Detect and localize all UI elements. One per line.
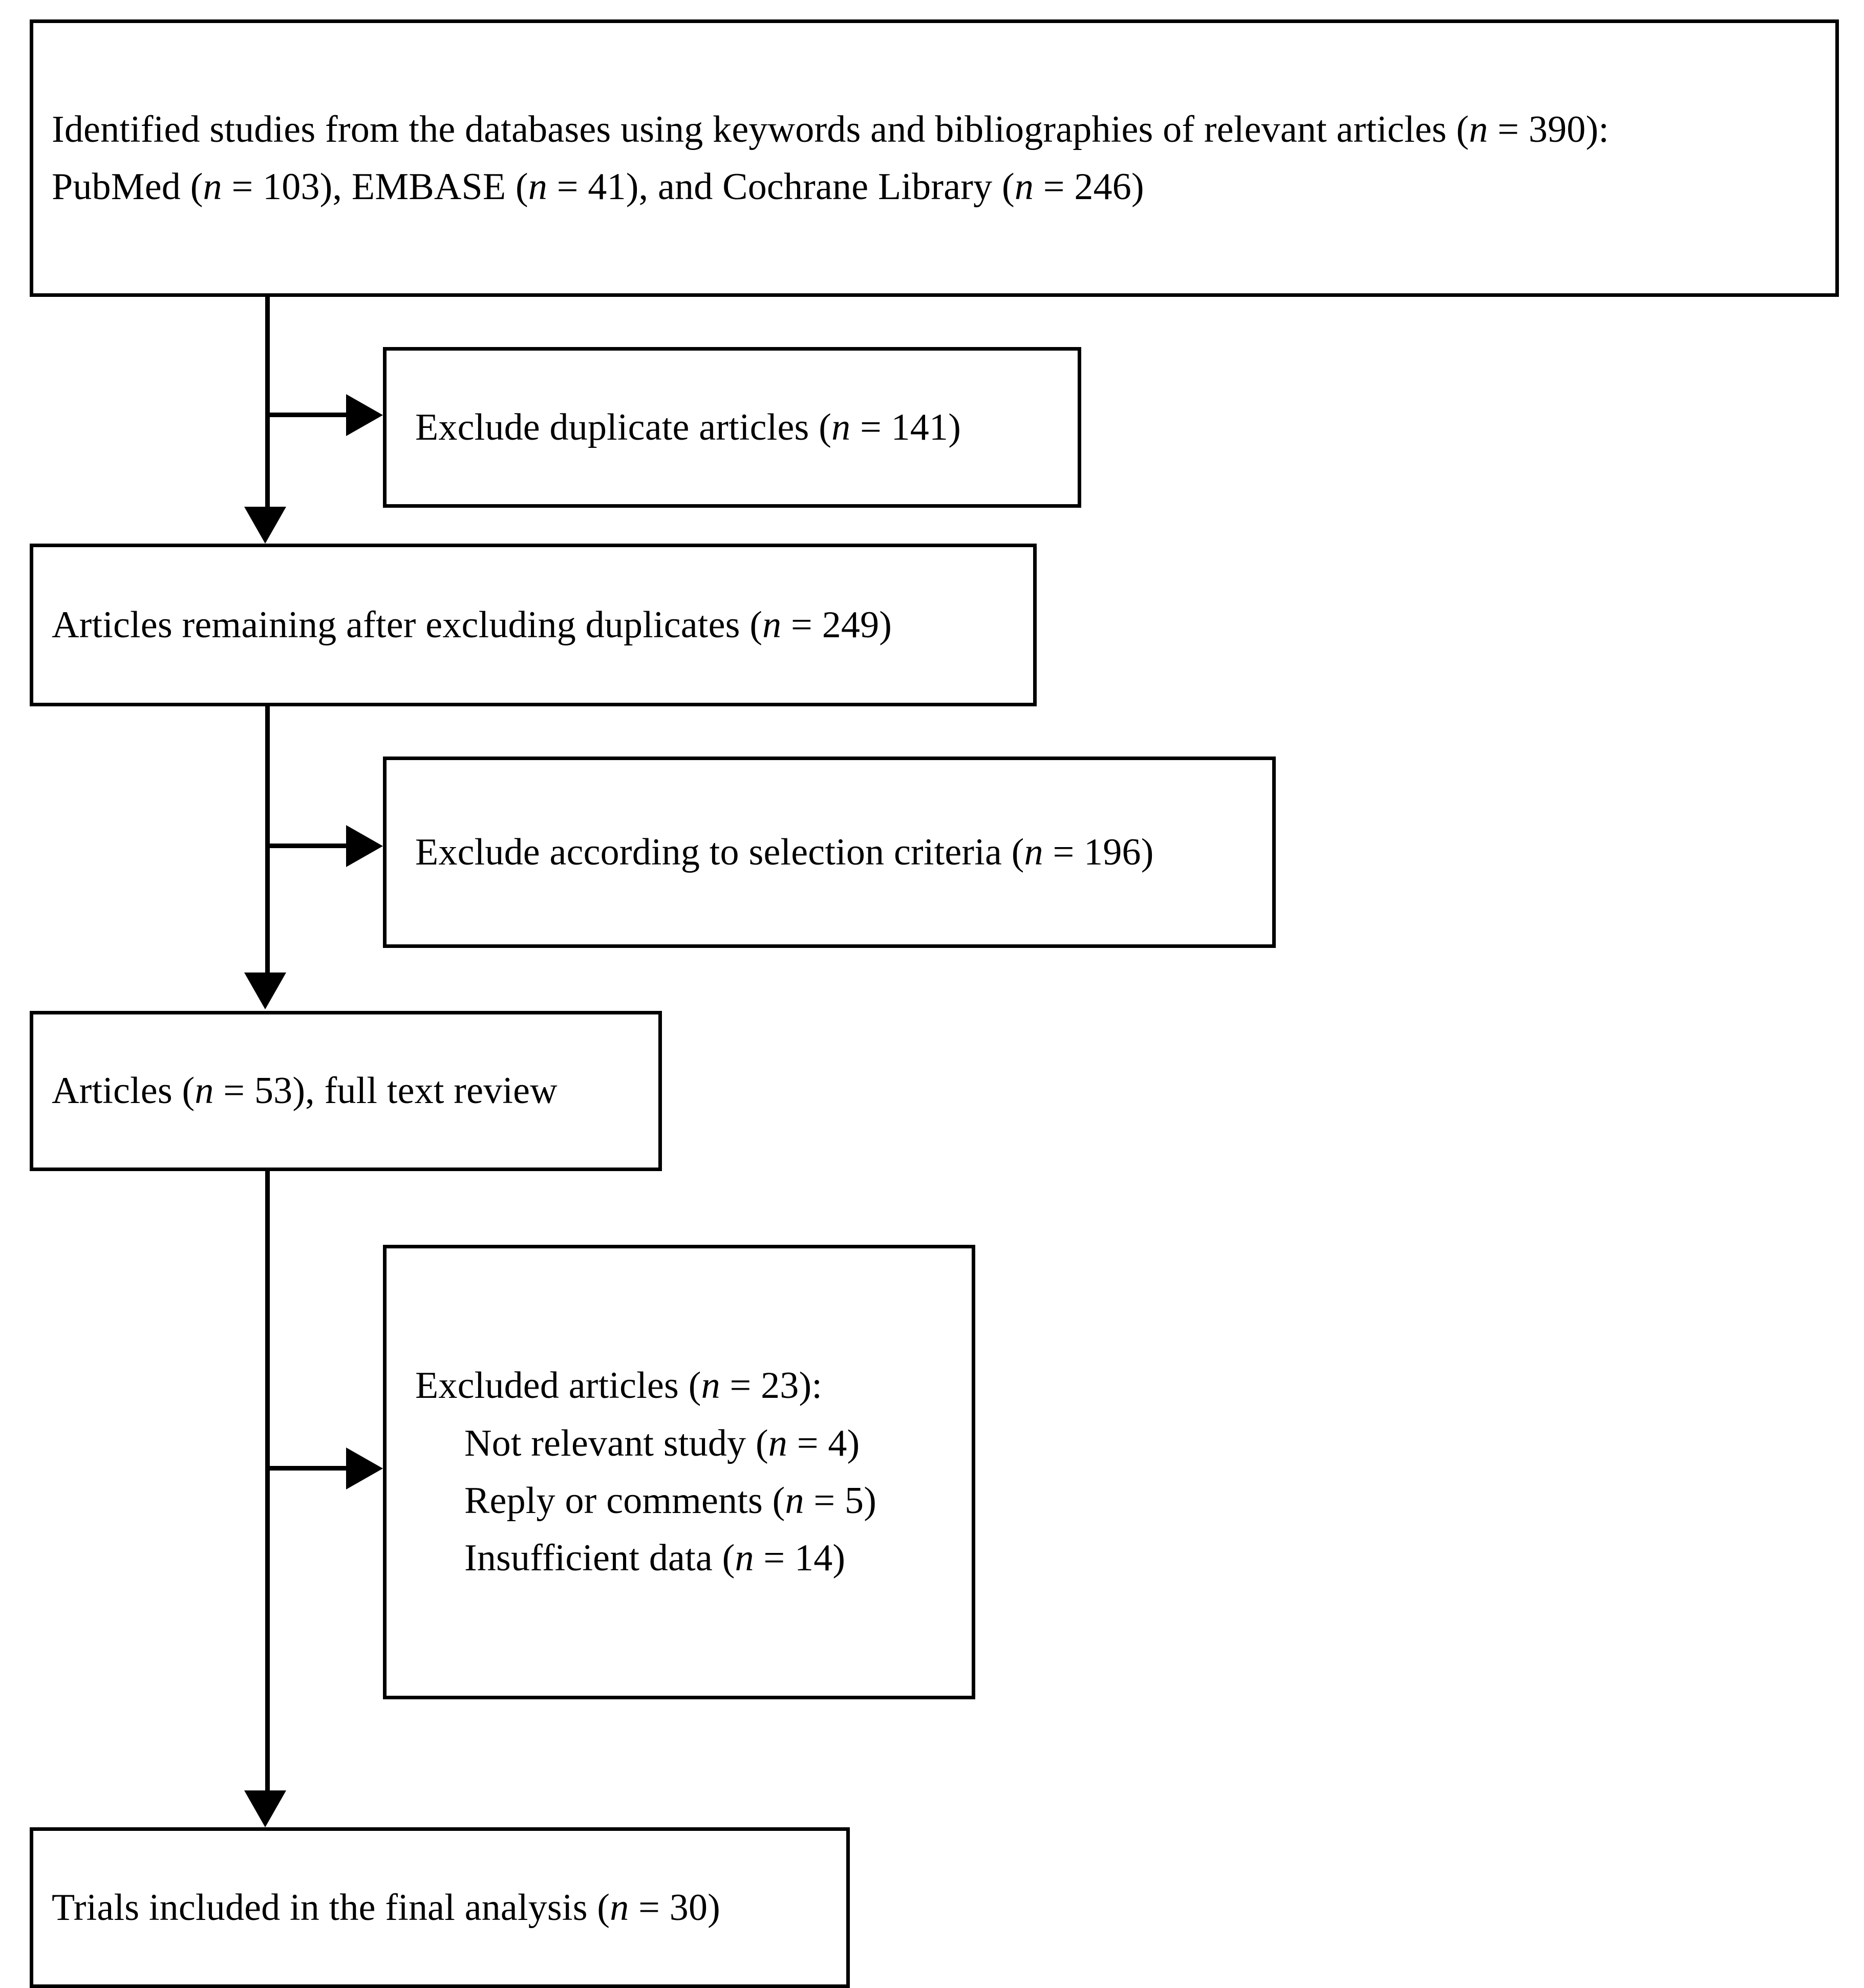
text-segment: Trials included in the final analysis ( — [52, 1886, 610, 1929]
text-segment: = 4) — [787, 1422, 860, 1464]
n-italic: n — [768, 1422, 787, 1464]
trials-included-line-1: Trials included in the final analysis (n… — [52, 1879, 836, 1936]
text-segment: = 390): — [1488, 108, 1610, 150]
identified-studies-line-1: Identified studies from the databases us… — [52, 101, 1825, 158]
n-italic: n — [1024, 831, 1043, 873]
box-full-text-review: Articles (n = 53), full text review — [30, 1011, 662, 1171]
n-italic: n — [785, 1480, 804, 1522]
full-text-review-line-1: Articles (n = 53), full text review — [52, 1062, 648, 1119]
n-italic: n — [528, 166, 548, 208]
exclude-selection-criteria-line-1: Exclude according to selection criteria … — [415, 824, 1262, 881]
excluded-reason-not-relevant-study: Not relevant study (n = 4) — [415, 1415, 961, 1472]
box-trials-included: Trials included in the final analysis (n… — [30, 1827, 850, 1988]
text-segment: = 103), EMBASE ( — [222, 166, 528, 208]
connector-remaining-to-full-text — [265, 706, 270, 973]
articles-remaining-line-1: Articles remaining after excluding dupli… — [52, 596, 1023, 654]
box-exclude-selection-criteria: Exclude according to selection criteria … — [383, 757, 1276, 948]
text-segment: = 41), and Cochrane Library ( — [547, 166, 1015, 208]
text-segment: = 14) — [754, 1537, 846, 1580]
connector-to-excluded-articles — [265, 1466, 347, 1471]
arrowhead-right-to-excluded-articles — [346, 1447, 383, 1489]
n-italic: n — [701, 1365, 720, 1407]
n-italic: n — [1014, 166, 1034, 208]
text-segment: Excluded articles ( — [415, 1365, 701, 1407]
excluded-reason-reply-or-comments: Reply or comments (n = 5) — [415, 1472, 961, 1529]
n-italic: n — [203, 166, 222, 208]
excluded-articles-line-1: Excluded articles (n = 23): — [415, 1357, 961, 1414]
text-segment: = 249) — [781, 603, 892, 646]
text-segment: Exclude duplicate articles ( — [415, 406, 832, 448]
n-italic: n — [610, 1886, 629, 1929]
text-segment: PubMed ( — [52, 166, 203, 208]
text-segment: Reply or comments ( — [464, 1480, 785, 1522]
text-segment: = 141) — [850, 406, 961, 448]
box-excluded-articles: Excluded articles (n = 23): Not relevant… — [383, 1245, 975, 1699]
box-identified-studies: Identified studies from the databases us… — [30, 19, 1839, 297]
text-segment: = 5) — [804, 1480, 877, 1522]
box-exclude-duplicate-articles: Exclude duplicate articles (n = 141) — [383, 347, 1081, 508]
n-italic: n — [1469, 108, 1488, 150]
text-segment: Exclude according to selection criteria … — [415, 831, 1024, 873]
arrowhead-down-to-remaining — [244, 507, 286, 544]
n-italic: n — [762, 603, 782, 646]
arrowhead-right-to-exclude-selection-criteria — [346, 825, 383, 867]
text-segment: Articles remaining after excluding dupli… — [52, 603, 763, 646]
connector-identified-to-remaining — [265, 297, 270, 507]
text-segment: Identified studies from the databases us… — [52, 108, 1469, 150]
n-italic: n — [195, 1070, 214, 1112]
text-segment: = 246) — [1034, 166, 1144, 208]
n-italic: n — [735, 1537, 754, 1580]
text-segment: = 53), full text review — [213, 1070, 558, 1112]
text-segment: = 23): — [720, 1365, 823, 1407]
excluded-reason-insufficient-data: Insufficient data (n = 14) — [415, 1529, 961, 1587]
identified-studies-line-2: PubMed (n = 103), EMBASE (n = 41), and C… — [52, 158, 1825, 215]
n-italic: n — [831, 406, 851, 448]
text-segment: Articles ( — [52, 1070, 195, 1112]
arrowhead-down-to-trials-included — [244, 1790, 286, 1827]
arrowhead-right-to-exclude-duplicates — [346, 394, 383, 436]
box-articles-remaining: Articles remaining after excluding dupli… — [30, 544, 1037, 706]
arrowhead-down-to-full-text — [244, 973, 286, 1009]
connector-to-exclude-selection-criteria — [265, 844, 347, 848]
text-segment: = 30) — [629, 1886, 721, 1929]
connector-to-exclude-duplicates — [265, 413, 347, 417]
exclude-duplicates-line-1: Exclude duplicate articles (n = 141) — [415, 399, 1067, 456]
text-segment: Not relevant study ( — [464, 1422, 768, 1464]
connector-full-text-to-trials-included — [265, 1171, 270, 1790]
text-segment: = 196) — [1043, 831, 1154, 873]
text-segment: Insufficient data ( — [464, 1537, 735, 1580]
